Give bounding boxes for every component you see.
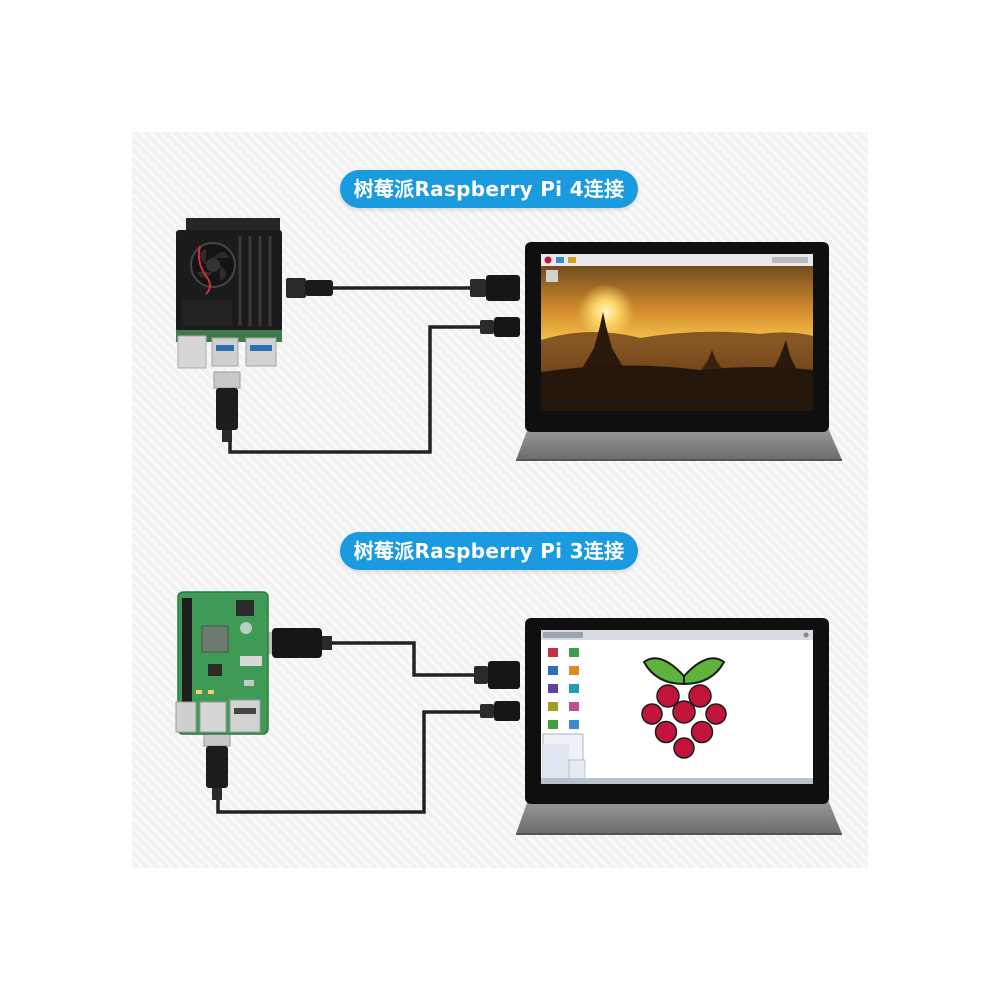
pi4-usb-cable	[228, 325, 486, 454]
pi4-monitor	[516, 242, 842, 461]
pi3-usb-plug	[203, 731, 231, 800]
cooling-fan-icon	[190, 242, 236, 288]
pi3-hdmi-plug	[258, 628, 332, 658]
pi3-section	[175, 591, 842, 835]
pi3-hdmi-cable	[330, 641, 480, 677]
section-title-pi3: 树莓派Raspberry Pi 3连接	[340, 532, 638, 570]
pi4-monitor-usb-plug	[480, 317, 520, 337]
pi3-screen	[541, 630, 813, 784]
desktop-app-icon	[548, 648, 579, 729]
raspberry-pi-3-board	[175, 591, 269, 735]
pi4-micro-hdmi-plug	[286, 278, 333, 298]
section-title-pi4: 树莓派Raspberry Pi 4连接	[340, 170, 638, 208]
raspberry-pi-logo-icon	[641, 657, 727, 759]
pi3-usb-cable	[216, 710, 486, 814]
pi4-monitor-hdmi-plug	[470, 275, 520, 301]
pi4-screen	[541, 254, 813, 411]
raspberry-pi-logo-icon	[240, 622, 252, 634]
raspberry-pi-4-board	[176, 218, 282, 369]
pi4-usb-plug	[213, 371, 241, 442]
pi3-monitor	[516, 618, 842, 835]
pi4-section	[176, 218, 842, 461]
pi3-monitor-hdmi-plug	[474, 661, 520, 689]
pi3-monitor-usb-plug	[480, 701, 520, 721]
